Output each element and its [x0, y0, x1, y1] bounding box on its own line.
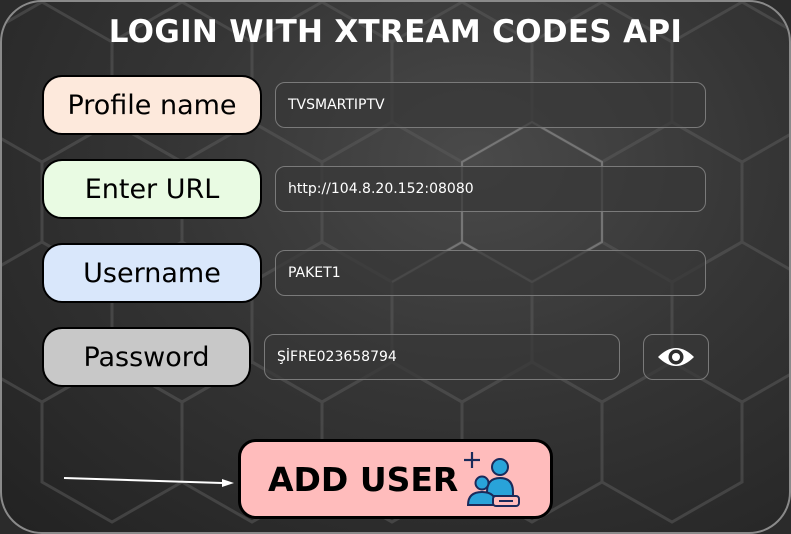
- profile-name-label: Profile name: [42, 75, 262, 135]
- username-input[interactable]: PAKET1: [275, 250, 706, 296]
- add-user-button[interactable]: ADD USER: [238, 439, 553, 519]
- password-input[interactable]: ŞİFRE023658794: [264, 334, 620, 380]
- page-title: LOGIN WITH XTREAM CODES API: [108, 14, 683, 50]
- url-input[interactable]: http://104.8.20.152:08080: [275, 166, 706, 212]
- password-label: Password: [42, 327, 251, 387]
- username-label: Username: [42, 243, 262, 303]
- show-password-button[interactable]: [643, 334, 709, 380]
- add-user-icon: [464, 452, 520, 507]
- profile-name-input[interactable]: TVSMARTIPTV: [275, 82, 706, 128]
- url-label: Enter URL: [42, 159, 262, 219]
- add-user-label: ADD USER: [268, 459, 459, 499]
- eye-icon: [658, 348, 694, 366]
- arrow-pointer: [63, 477, 234, 487]
